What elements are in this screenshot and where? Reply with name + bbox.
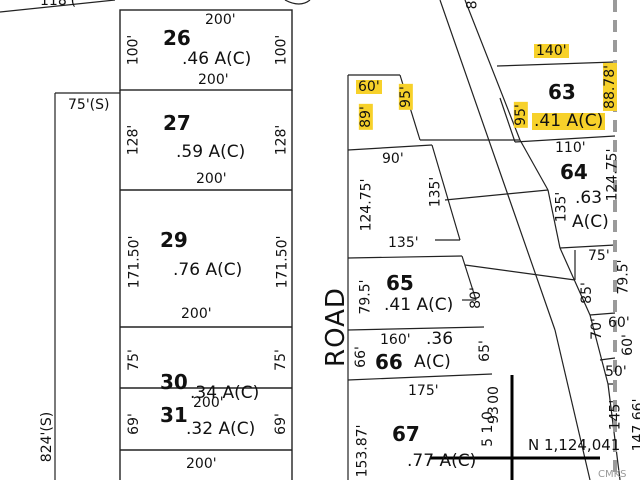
dimension-147-66: 147.66': [630, 398, 640, 452]
top-partial-dimension: 118'(: [40, 0, 77, 9]
left-strip-top-dimension: 75'(S): [68, 97, 110, 113]
lot-29-area: .76 A(C): [173, 260, 243, 280]
lot-26-bottom-dimension: 200': [198, 72, 229, 88]
lot-29-number: 29: [160, 228, 188, 252]
dimension-85: 85': [578, 282, 595, 304]
dimension-90: 90': [382, 151, 404, 167]
dimension-70: 70': [588, 318, 605, 340]
lot-65-side-dimension: 80': [467, 287, 484, 309]
coordinate-label: N 1,124,041: [528, 436, 621, 454]
dimension-145: 145': [607, 399, 624, 431]
lot-66-side-dimension: 65': [476, 340, 493, 362]
lot-66-area-unit: A(C): [414, 352, 451, 372]
dimension-60-right: 60': [608, 315, 630, 331]
lot-30-left-dimension: 75': [125, 349, 142, 371]
lot-67-number: 67: [392, 422, 420, 446]
lot-31-right-dimension: 69': [272, 413, 289, 435]
lot-30-right-dimension: 75': [272, 349, 289, 371]
lot-67-area: .77 A(C): [407, 451, 477, 471]
lot-27-bottom-dimension: 200': [196, 171, 227, 187]
lot-29-right-dimension: 171.50': [274, 235, 291, 289]
lot-63-side-dimension: 95': [512, 102, 529, 128]
lot-27-number: 27: [163, 111, 191, 135]
lot-26-right-dimension: 100': [273, 34, 290, 66]
lot-26-top-dimension: 200': [205, 12, 236, 28]
lot-31-area: .32 A(C): [186, 419, 256, 439]
top-curve: [284, 0, 311, 5]
coordinate-cross: [430, 375, 600, 480]
lot-27-area: .59 A(C): [176, 142, 246, 162]
dimension-50: 50': [605, 364, 627, 380]
lot-30-number: 30: [160, 370, 188, 394]
lot-64-top-dimension: 110': [555, 140, 586, 156]
coordinate-partial-b: 00: [485, 386, 502, 404]
road-label: ROAD: [320, 287, 351, 367]
lot-64-area-unit: A(C): [572, 212, 609, 232]
dimension-79-5-right: 79.5': [615, 259, 632, 295]
lot-65-left-dimension: 79.5': [357, 279, 374, 315]
left-strip-side-dimension: 824'(S): [39, 411, 56, 463]
top-edge-line: [0, 0, 116, 13]
lot-26-left-dimension: 100': [125, 34, 142, 66]
lot-26-area: .46 A(C): [182, 49, 252, 69]
lot-31-left-dimension: 69': [125, 413, 142, 435]
dimension-60-right-b: 60': [619, 334, 636, 356]
watermark: CMKS: [598, 469, 627, 480]
lot-29-left-dimension: 171.50': [126, 235, 143, 289]
top-partial-dimension-2: 8': [464, 0, 481, 10]
dimension-60-top: 60': [356, 79, 382, 95]
lot-31-bottom-dimension: 200': [186, 456, 217, 472]
lot-27-right-dimension: 128': [273, 124, 290, 156]
lot-27-left-dimension: 128': [125, 124, 142, 156]
lot-26-number: 26: [163, 26, 191, 50]
lot-31-top-dimension: 200': [193, 395, 224, 411]
lot-63-right-dimension: 88.78': [601, 63, 618, 111]
lot-63-area: .41 A(C): [532, 111, 606, 131]
dimension-95-top: 95': [397, 84, 414, 110]
lot-64-number: 64: [560, 160, 588, 184]
lot-63-top-dimension: 140': [534, 43, 569, 59]
lot-66-top-dimension: 160': [380, 332, 411, 348]
lot-67-top-dimension: 175': [408, 383, 439, 399]
lot-64-right-dimension: 124.75': [604, 148, 621, 202]
lot-66-left-dimension: 66': [352, 346, 369, 368]
left-strip: [54, 92, 120, 480]
lot-31-number: 31: [160, 403, 188, 427]
lot-63-number: 63: [548, 80, 576, 104]
dimension-75-right: 75': [588, 248, 610, 264]
left-lot-block: [119, 9, 293, 480]
lot-64-area-value: .63: [575, 188, 603, 208]
dimension-89: 89': [357, 104, 374, 130]
lot-29-top-dimension: 200': [181, 306, 212, 322]
lot-65-top-dimension: 135': [388, 235, 419, 251]
lot-65-area: .41 A(C): [384, 295, 454, 315]
lot-64-side-dimension: 135': [553, 191, 570, 223]
lot-66-area-value: .36: [426, 329, 454, 349]
dimension-124-75-left: 124.75': [358, 178, 375, 232]
lot-66-number: 66: [375, 350, 403, 374]
lot-30-area: .34 A(C): [190, 383, 260, 403]
dimension-135-mid: 135': [427, 176, 444, 208]
coordinate-partial-c: 93: [485, 406, 502, 424]
lot-65-number: 65: [386, 271, 414, 295]
lot-67-left-dimension: 153.87': [354, 424, 371, 478]
